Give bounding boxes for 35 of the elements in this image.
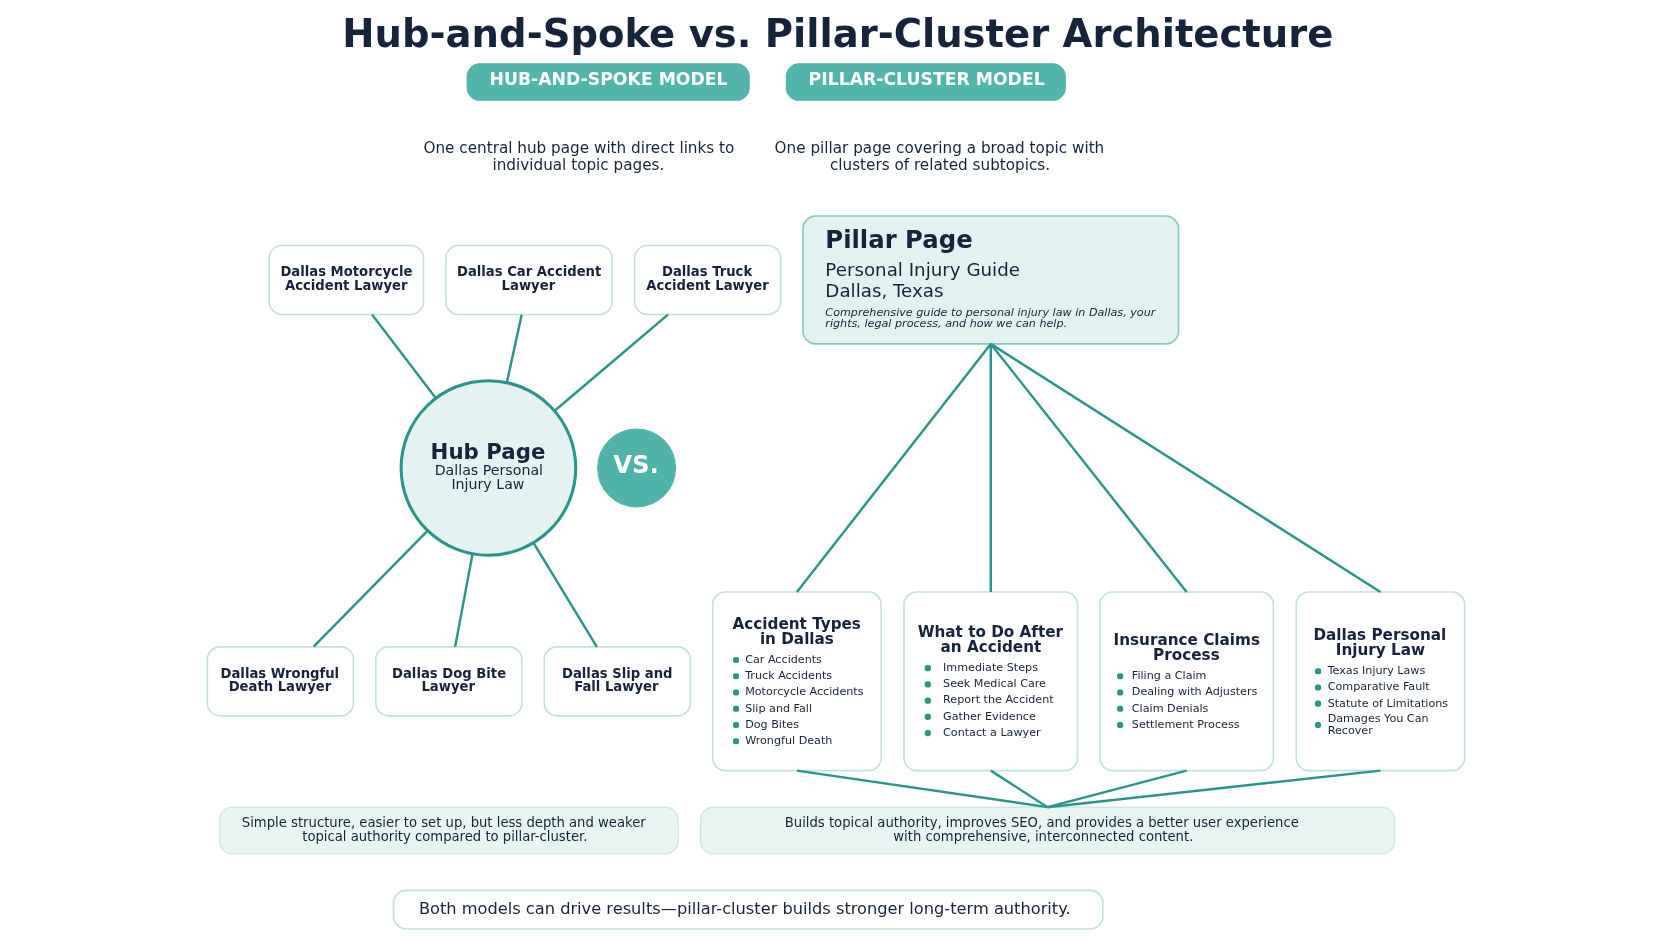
node-box: Dallas Dog Bite Lawyer	[375, 645, 523, 717]
connector	[989, 343, 992, 592]
node-box: PILLAR-CLUSTER MODEL	[785, 62, 1066, 101]
node-box: Accident Types in Dallas Car Accidents Truck Accidents Motorcycle Accidents Slip and Fall Dog Bites Wrongful Death	[711, 590, 882, 771]
node-box: Dallas Motorcycle Accident Lawyer	[268, 244, 425, 315]
node-circle: Hub Page Dallas Personal Injury Law	[399, 378, 578, 557]
connector	[1047, 768, 1187, 808]
node-box: Dallas Personal Injury Law Texas Injury Laws Comparative Fault Statute of Limitations Damages You Can Recover	[1295, 590, 1466, 771]
label: One pillar page covering a broad topic with clusters of related subtopics.	[774, 138, 1105, 174]
connector	[312, 529, 429, 647]
node-box: Dallas Wrongful Death Lawyer	[206, 645, 355, 717]
connector	[990, 769, 1049, 808]
node-box: Pillar Page Personal Injury Guide Dallas, Texas Comprehensive guide to personal injury law in Dallas, your rights, legal process, and how we can help.	[802, 214, 1180, 345]
connector	[796, 768, 1048, 808]
node-box: Builds topical authority, improves SEO, and provides a better user experience with comprehensive, interconnected content.	[699, 805, 1396, 855]
connector	[371, 313, 437, 398]
diagram-title: Hub-and-Spoke vs. Pillar-Cluster Architecture	[342, 10, 1334, 56]
connector	[554, 313, 669, 411]
connector	[990, 342, 1382, 593]
node-box: Simple structure, easier to set up, but less depth and weaker topical authority compared to pillar-cluster.	[218, 805, 679, 855]
node-box: Dallas Slip and Fall Lawyer	[543, 645, 692, 717]
node-box: Both models can drive results—pillar-cluster builds stronger long-term authority.	[392, 889, 1104, 930]
connector	[795, 342, 992, 593]
node-box: Dallas Truck Accident Lawyer	[633, 244, 782, 315]
node-box: Insurance Claims Process Filing a Claim Dealing with Adjusters Claim Denials Settlement Process	[1099, 590, 1275, 771]
connector	[989, 342, 1188, 593]
connector	[505, 313, 523, 382]
node-box: Dallas Car Accident Lawyer	[445, 244, 614, 315]
connector	[453, 553, 474, 647]
connector	[532, 542, 598, 647]
label: One central hub page with direct links to individual topic pages.	[423, 138, 735, 174]
node-circle: VS.	[597, 428, 677, 507]
connector	[1047, 768, 1381, 808]
node-box: What to Do After an Accident Immediate Steps Seek Medical Care Report the Accident Gather Evidence Contact a Lawyer	[903, 590, 1079, 771]
node-box: HUB-AND-SPOKE MODEL	[466, 62, 750, 101]
